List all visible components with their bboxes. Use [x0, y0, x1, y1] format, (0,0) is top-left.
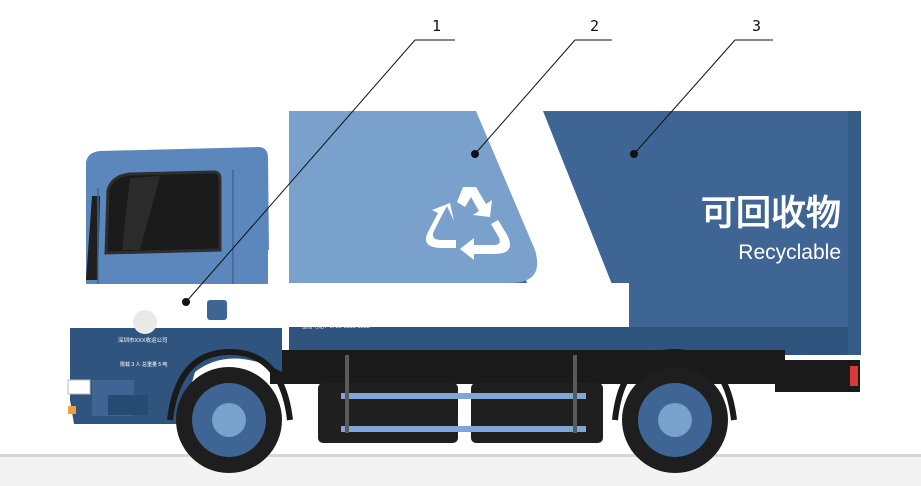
cargo-rear-edge [848, 111, 861, 355]
rear-wheel [615, 352, 734, 473]
fuel-tank-right [471, 383, 603, 443]
chassis [270, 350, 860, 443]
callout-3-number: 3 [752, 17, 761, 35]
rail-post [345, 355, 349, 433]
info-line: XXXX区域管理员XXX号 [302, 308, 361, 316]
bumper-vent [108, 395, 148, 415]
cab-white-band [76, 284, 282, 328]
rail-post [573, 355, 577, 433]
info-line: 监控电话：0755-8888-8888 [302, 315, 370, 323]
tail-light [850, 366, 858, 386]
box-title-en: Recyclable [738, 241, 841, 264]
door-emblem [133, 310, 157, 334]
info-line: 监督电话：0755-8888-8888 [302, 322, 370, 330]
door-capacity: 限载 3 人 总重量 5 吨 [120, 361, 168, 368]
callout-1-number: 1 [432, 17, 441, 35]
door-handle [207, 300, 227, 320]
vehicle-label: 可回收物回收专用车 [302, 291, 374, 301]
info-line: 深圳市XXX收运公司 [302, 301, 352, 309]
fuel-tank-left [318, 383, 458, 443]
box-title-cn: 可回收物 [701, 194, 841, 233]
headlight [68, 380, 90, 394]
rear-bumper [775, 360, 860, 392]
door-company: 深圳市XXX收运公司 [118, 336, 168, 344]
indicator-light [68, 406, 76, 414]
cargo-box [289, 111, 861, 355]
side-rail-bottom [341, 426, 586, 432]
side-rail-top [341, 393, 586, 399]
front-wheel [170, 352, 290, 473]
callout-2-number: 2 [590, 17, 599, 35]
